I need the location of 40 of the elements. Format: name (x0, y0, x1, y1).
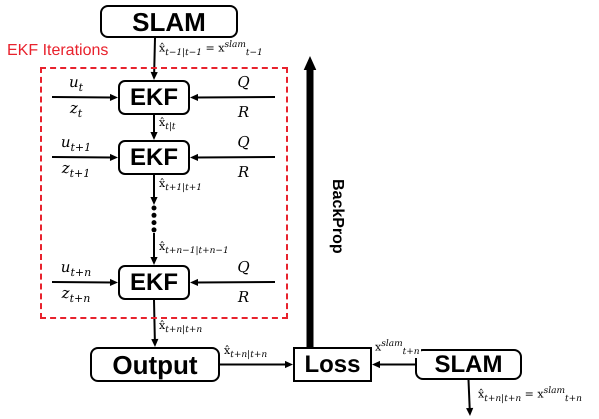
input-label: u$_{t+1}$ (60, 134, 92, 154)
input-label: R (238, 104, 250, 120)
input-label: R (238, 288, 250, 305)
process-box: Loss (293, 347, 372, 382)
arrow (52, 278, 118, 286)
process-box: EKF (118, 140, 190, 175)
edge-label: x̂$_{t|t}$ (158, 117, 176, 134)
arrow (190, 154, 275, 162)
process-box: Output (90, 347, 220, 382)
group-heading: EKF Iterations (7, 42, 108, 60)
process-box: EKF (118, 80, 190, 115)
input-label: u$_{t+n}$ (60, 259, 92, 280)
input-label: z$_{t+1}$ (62, 160, 90, 180)
input-label: R (238, 164, 250, 180)
arrow (304, 56, 316, 347)
arrow (190, 94, 275, 102)
arrow (150, 175, 158, 205)
edge-label: x̂$_{t+n|t+n}$ (158, 320, 204, 336)
edge-label: x̂$_{t+n−1|t+n−1}$ (158, 241, 230, 258)
arrow (52, 154, 118, 162)
input-label: Q (237, 74, 250, 90)
process-box: SLAM (100, 5, 238, 38)
edge-label: x̂$_{t+1|t+1}$ (158, 178, 204, 194)
arrow-label: BackProp (328, 178, 346, 255)
arrow (372, 360, 415, 368)
input-label: Q (237, 259, 250, 276)
input-label: Q (237, 134, 250, 150)
arrow (150, 115, 158, 140)
arrow (150, 38, 158, 80)
arrow (150, 233, 158, 265)
arrow (190, 278, 275, 286)
arrow (52, 94, 118, 102)
input-label: z$_{t+n}$ (62, 284, 90, 305)
input-label: z$_{t}$ (70, 100, 82, 120)
arrow (220, 360, 293, 368)
input-label: u$_{t}$ (68, 74, 84, 94)
arrow (151, 300, 158, 347)
process-box: EKF (118, 265, 190, 300)
arrow (466, 380, 474, 416)
edge-label: x̂$_{t+n|t+n}$ (223, 345, 268, 362)
